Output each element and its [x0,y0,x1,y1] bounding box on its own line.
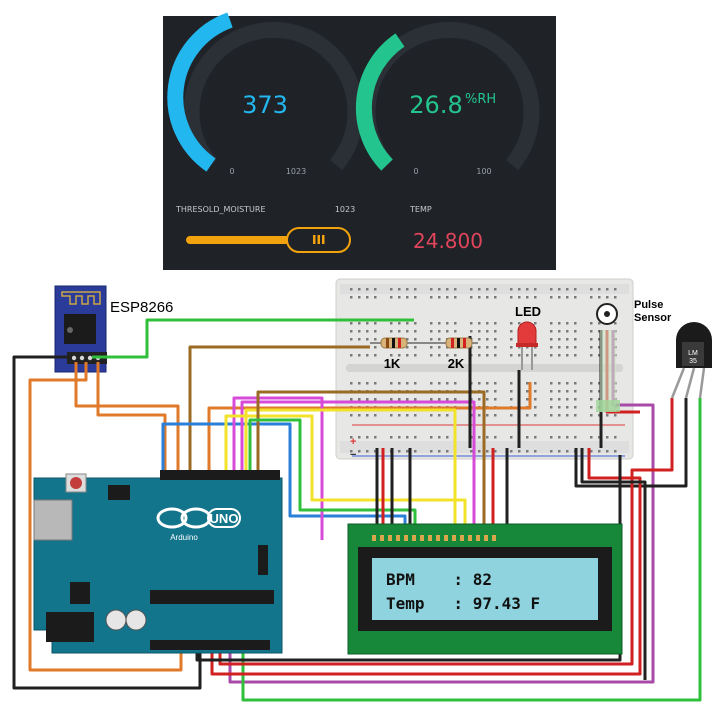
power-jack [46,612,94,642]
lcd-pins [372,535,496,541]
humidity-gauge: 26.8 %RH 0 100 [355,21,540,176]
esp-label: ESP8266 [110,299,173,316]
resistor-2k: 2K [420,337,478,371]
svg-text:+: + [350,436,356,448]
pulse-label-2: Sensor [634,312,672,324]
lcd-display: BPM : 82 Temp : 97.43 F [347,523,623,655]
moisture-gauge-fill [167,12,233,172]
esp8266-module: ESP8266 [54,285,173,373]
moisture-min: 0 [229,167,234,176]
slider-label: THRESOLD_MOISTURE [175,205,266,214]
moisture-value: 373 [242,91,288,119]
humidity-max: 100 [476,167,491,176]
moisture-max: 1023 [286,167,306,176]
humidity-value: 26.8 [409,91,462,119]
reset-button[interactable] [70,477,82,489]
resistor-2k-label: 2K [448,356,465,371]
slider-value: 1023 [335,205,355,214]
humidity-min: 0 [413,167,418,176]
temp-value: 24.800 [413,229,483,253]
temp-display: TEMP 24.800 [409,205,483,253]
humidity-gauge-fill [355,33,405,171]
lm35-label-1: LM [688,350,698,357]
pulse-label-1: Pulse [634,299,663,311]
pulse-sensor: Pulse Sensor [596,299,672,412]
lcd-line-1: BPM : 82 [386,570,492,589]
wires [12,318,702,702]
breadboard: + − [335,278,634,461]
arduino-text: Arduino [170,533,198,542]
slider-track-fill [186,236,296,244]
lcd-screen [372,558,598,620]
analog-header [150,640,270,650]
lm35-label-2: 35 [689,358,697,365]
usb-port [33,499,73,541]
arduino-board [33,477,283,654]
resistor-1k-label: 1K [384,356,401,371]
resistor-1k: 1K [370,337,420,371]
arduino-uno: UNO Arduino [33,470,283,654]
humidity-unit: %RH [465,92,496,107]
temp-label: TEMP [409,205,432,214]
antenna-trace [61,291,101,305]
dashboard-panel [163,16,556,270]
led-body [517,321,537,346]
iot-dashboard: 373 0 1023 26.8 %RH 0 100 THRESOLD_MOIST… [163,12,556,270]
moisture-gauge: 373 0 1023 [167,12,364,176]
arduino-logo: UNO Arduino [156,507,241,542]
atmega-chip [150,590,274,604]
led: LED [515,304,541,370]
uno-text: UNO [210,511,239,526]
threshold-slider[interactable]: THRESOLD_MOISTURE 1023 [175,205,355,253]
svg-text:−: − [350,449,356,461]
digital-header [160,470,280,480]
lm35-sensor: LM 35 [670,322,712,399]
lcd-line-2: Temp : 97.43 F [386,594,540,613]
led-label: LED [515,304,541,319]
